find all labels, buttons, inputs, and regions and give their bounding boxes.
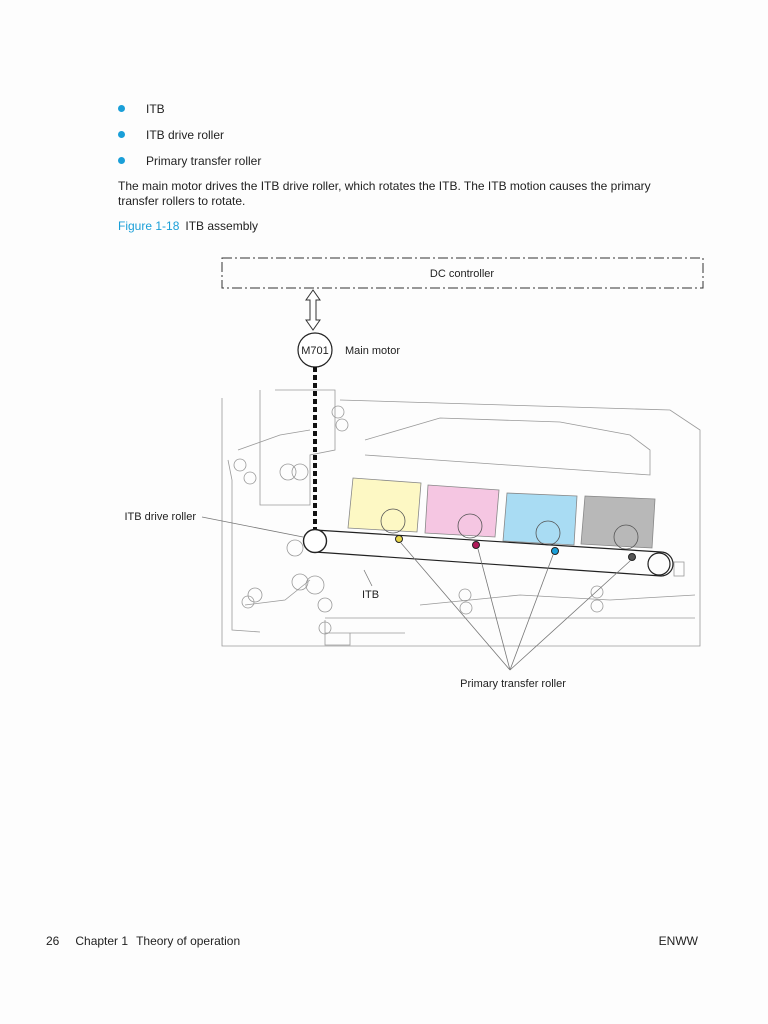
itb-label: ITB xyxy=(362,589,379,601)
footer-right-text: ENWW xyxy=(658,934,698,948)
itb-drive-roller xyxy=(302,528,328,554)
dc-controller-label: DC controller xyxy=(430,268,495,280)
bullet-list: ITB ITB drive roller Primary transfer ro… xyxy=(118,101,261,179)
printer-body-outline xyxy=(221,389,701,647)
magenta-cartridge xyxy=(424,484,500,538)
page-footer: 26 Chapter 1 Theory of operation ENWW xyxy=(46,934,698,948)
cyan-cartridge xyxy=(502,492,578,546)
primary-transfer-roller-label: Primary transfer roller xyxy=(460,678,566,690)
body-paragraph: The main motor drives the ITB drive roll… xyxy=(118,179,651,208)
bullet-icon xyxy=(118,157,125,164)
black-cartridge xyxy=(580,495,656,549)
footer-chapter: Chapter 1 xyxy=(75,934,129,948)
bullet-text: ITB xyxy=(146,102,165,116)
page-number: 26 xyxy=(46,934,60,948)
bullet-item: Primary transfer roller xyxy=(118,153,261,179)
bullet-icon xyxy=(118,131,125,138)
bullet-icon xyxy=(118,105,125,112)
figure-caption: Figure 1-18 ITB assembly xyxy=(118,219,258,233)
footer-section: Theory of operation xyxy=(136,934,241,948)
leader-lines xyxy=(201,516,631,671)
bullet-item: ITB xyxy=(118,101,261,127)
bullet-text: ITB drive roller xyxy=(146,128,225,142)
transfer-roller-black xyxy=(628,553,636,561)
bullet-item: ITB drive roller xyxy=(118,127,261,153)
toner-cartridges xyxy=(347,477,656,550)
primary-transfer-rollers xyxy=(395,535,636,561)
bullet-text: Primary transfer roller xyxy=(146,154,262,168)
itb-end-roller xyxy=(647,552,671,576)
transfer-roller-magenta xyxy=(472,541,480,549)
figure-title: ITB assembly xyxy=(185,219,259,233)
figure-number: Figure 1-18 xyxy=(118,219,180,233)
itb-drive-roller-label: ITB drive roller xyxy=(124,511,196,523)
transfer-roller-cyan xyxy=(551,547,559,555)
itb-assembly-diagram: DC controller M701 Main motor xyxy=(124,257,704,690)
motor-id-label: M701 xyxy=(301,345,329,357)
dc-controller-box xyxy=(221,257,704,289)
transfer-roller-yellow xyxy=(395,535,403,543)
signal-arrow xyxy=(305,289,321,331)
itb-belt xyxy=(314,529,674,577)
main-motor-label: Main motor xyxy=(345,345,400,357)
yellow-cartridge xyxy=(347,477,422,533)
